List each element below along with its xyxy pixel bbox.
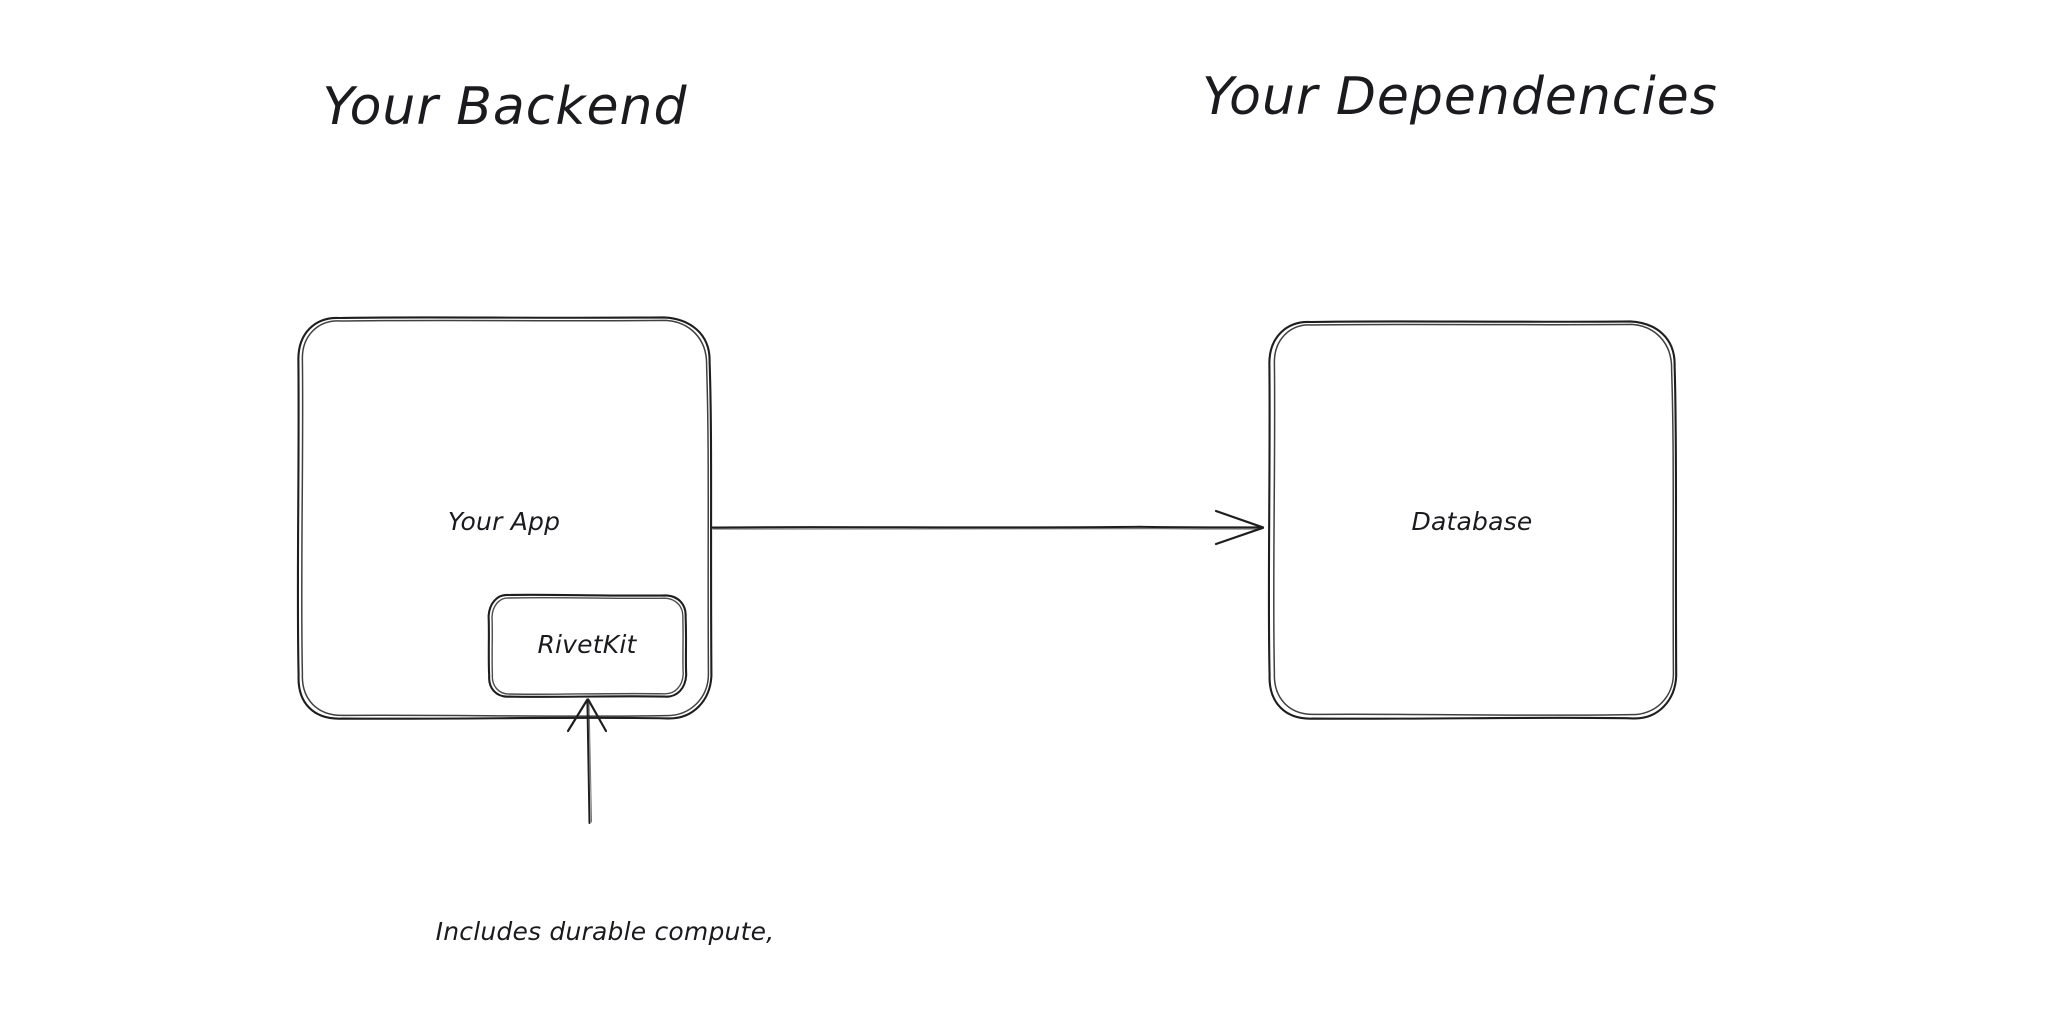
rivetkit-caption: Includes durable compute, real-time, sch…	[355, 843, 855, 1024]
node-rivetkit-shape[interactable]	[487, 593, 688, 698]
node-label-rivetkit: RivetKit	[537, 630, 637, 659]
caption-line-1: Includes durable compute,	[435, 917, 775, 946]
node-database-shape[interactable]	[1267, 320, 1678, 720]
node-label-database: Database	[1411, 507, 1533, 536]
edge-caption-to-rivetkit[interactable]	[566, 698, 608, 824]
caption-line-2: real-time, scheduling,	[355, 1021, 855, 1024]
node-label-your-app: Your App	[447, 507, 561, 536]
edge-app-to-database[interactable]	[710, 509, 1265, 546]
backend-title: Your Backend	[322, 77, 688, 137]
node-your-app-shape[interactable]	[296, 316, 713, 720]
dependencies-title: Your Dependencies	[1202, 67, 1718, 127]
